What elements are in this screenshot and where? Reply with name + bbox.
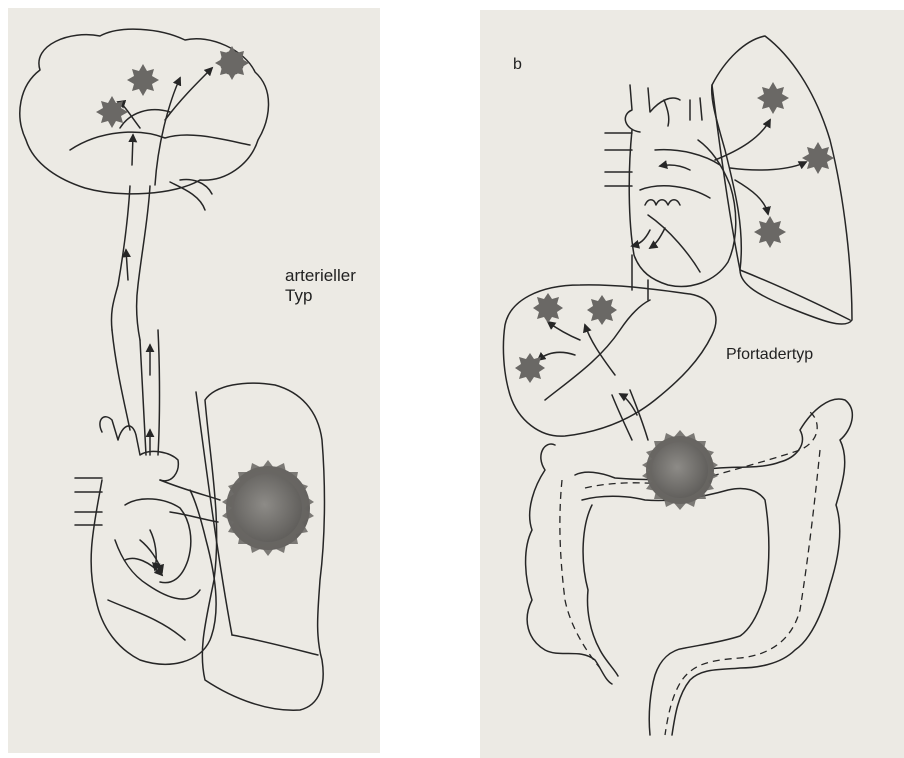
lung-fissure [740,270,850,320]
panel-b-letter: b [513,56,522,74]
vessel-wall [158,330,160,455]
arrow-icon [735,180,768,214]
arrow-icon [155,78,180,185]
panel-a-drawing [20,29,325,710]
heart-chamber [108,600,185,640]
arrow-icon [730,162,806,170]
label-arterial-type: arterieller Typ [285,266,356,305]
heart-valves [645,200,680,205]
arrow-icon [660,165,690,170]
arrow-icon [585,325,615,375]
heart-outline [629,130,736,286]
metastasis-icon [515,353,545,383]
label-arterial-type-line2: Typ [285,286,356,306]
primary-tumor-icon [222,460,314,556]
metastasis-icon [587,295,617,325]
metastasis-icon [754,216,786,248]
panel-b-drawing [503,36,852,735]
aortic-arch [100,417,178,481]
great-vessels [625,85,702,132]
vessel-wall [140,340,146,455]
arrow-icon [548,322,580,340]
vessel-wall [112,330,130,430]
metastasis-icon [802,142,834,174]
heart-chamber [640,186,710,198]
brain-fold [120,110,170,128]
arrow-icon [132,135,133,165]
primary-tumor-icon [642,430,718,510]
lung-fissure [232,635,318,655]
arrow-icon [632,230,650,246]
label-portal-type: Pfortadertyp [726,346,813,364]
lung-outline [712,36,852,324]
arrow-icon [165,68,212,120]
vena-cava [632,255,648,300]
colon-dashed-line [560,480,600,668]
pulmonary-vessel [170,512,218,522]
arrow-icon [650,228,665,248]
metastasis-icon [127,64,159,96]
carotid-artery [137,186,150,340]
arrow-icon [538,352,575,360]
arrow-icon [620,394,637,415]
label-arterial-type-line1: arterieller [285,266,356,286]
arrow-icon [140,540,162,572]
vena-cava [605,133,632,186]
arrow-icon [126,250,128,280]
metastasis-icon [215,46,249,80]
arrow-icon [715,120,770,160]
metastasis-icon [533,293,563,323]
heart-outline [91,480,216,664]
metastasis-icon [757,82,789,114]
